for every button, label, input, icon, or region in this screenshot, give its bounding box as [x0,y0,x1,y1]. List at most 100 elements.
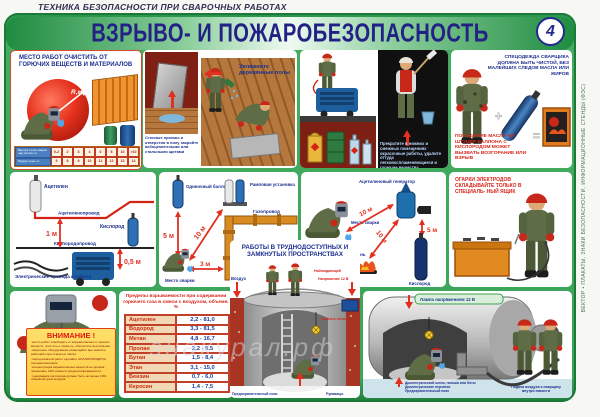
gas-name: Пропан [125,343,176,354]
shelf [300,116,376,122]
clear-area-illustration: R,м [21,88,88,140]
radius-table-cell: 6 [95,147,106,157]
radius-table-cell: 11 [95,156,106,166]
lamp-label: Лампа в сетке [321,317,346,321]
gas-name: Водород [125,324,176,335]
generator-label: Ацетиленовый генератор [359,179,415,184]
gas-table-row: Водород 3,3 - 81,5 [125,324,229,335]
radius-table-cell: 10 [84,156,95,166]
radius-table-row1-label: Высота точки сварки над полом, м [15,147,51,158]
panel-attention: ВНИМАНИЕ ! место работ освободить от взр… [10,291,116,398]
radius-label: R,м [71,89,83,96]
welder-on-machine-illustration [312,53,358,118]
radius-table-cell: 12 [106,156,117,166]
radius-table-row2-label: Радиус зоны, м [15,157,51,166]
green-barrel [104,126,117,145]
attention-item: сварочное оборудование размещайте вне ем… [31,348,113,356]
gas-range: 3,3 - 81,5 [176,324,229,335]
gas-pipe-label: Газопровод [253,209,280,214]
panel-floor-protection: Стенные проемы и отверстия в полу закрой… [143,50,297,168]
generator-diagram: Место сварки Ацетиленовый генератор 10 м… [305,179,437,286]
radius-table: Высота точки сварки над полом, м Радиус … [14,146,140,167]
radius-table-cell: 8 [106,147,117,157]
gas-range: 4,8 - 16,7 [176,334,229,344]
panel-clear-area: МЕСТО РАБОТ ОЧИСТИТЬ ОТ ГОРЮЧИХ ВЕЩЕСТВ … [10,50,142,170]
oil-warning-caption: ПОПАДАНИЕ МАСЛА НА ШТУЦЕР БАЛЛОНА С КИСЛ… [455,134,527,162]
steel-sheet [152,62,188,114]
gas-range: 2,2 - 9,5 [176,343,229,354]
title-band: ВЗРЫВО- И ПОЖАРОБЕЗОПАСНОСТЬ [6,17,574,50]
svg-text:+: + [495,109,502,123]
radius-table-cell: 2 [62,147,73,157]
panel-gas-table: Пределы взрываемости при содержании горю… [119,291,233,398]
panel-cistern: Лампа напряжением 12 В Диэлектрический ш… [363,291,572,398]
gas-name: Бутан [125,353,176,363]
oil-cylinder-illustration: + = [456,69,571,147]
gas-name: Ацетилен [125,315,176,325]
air-label: Воздух [231,276,247,281]
attention-title: ВНИМАНИЕ ! [46,331,96,340]
acetylene-pipe-label: Ацетиленопровод [58,211,100,216]
gas-table-header: Пределы взрываемости при содержании горю… [123,294,229,311]
ppe-item: Диэлектрический шлем, галоши или боты [405,381,476,385]
distance-3m: 3 м [200,261,210,268]
blue-barrel [120,125,135,146]
panel-clean-workwear: СПЕЦОДЕЖДА СВАРЩИКА ДОЛЖНА БЫТЬ ЧИСТОЙ, … [451,50,572,168]
poster-number-badge: 4 [536,17,565,46]
flammables-illustration [307,131,372,165]
radius-table-cell: 13 [117,156,128,166]
belt-label: Предохранительный пояс [232,392,278,396]
stubs-caption: ОГАРКИ ЭЛЕКТРОДОВ СКЛАДЫВАЙТЕ ТОЛЬКО В С… [455,177,522,195]
gas-table-row: Бензин 0,7 - 6,0 [125,372,229,383]
mittens-label: Рукавицы [326,392,343,396]
distance-05m: 0,5 м [124,259,141,266]
attention-box: ВНИМАНИЕ ! место работ освободить от взр… [26,328,116,396]
radius-table-cell: >10 [128,147,139,157]
painter-illustration [396,50,438,125]
attention-item: перед началом работ сделайте АНАЛИЗ ВОЗД… [31,357,113,365]
gas-name: Керосин [125,382,176,392]
air-supply-label: Подача воздуха к сварщику внутри емкости [511,385,561,394]
paint-caption: Прекратите в нижних и смежных помещениях… [380,141,442,168]
gas-table-row: Пропан 2,2 - 9,5 [125,343,229,354]
acetylene-label: Ацетилен [44,184,68,190]
workwear-caption: СПЕЦОДЕЖДА СВАРЩИКА ДОЛЖНА БЫТЬ ЧИСТОЙ, … [487,55,569,77]
gas-table-row: Бутан 1,5 - 8,4 [125,353,229,363]
panel-paint-works: Прекратите в нижних и смежных помещениях… [300,50,448,168]
weld-place-label: Место сварки [351,220,380,225]
oxygen-label: Кислород [409,281,431,286]
gas-range: 1,4 - 7,5 [176,382,229,392]
cistern-lamp-label: Лампа напряжением 12 В [420,297,475,302]
oxygen-label: Кислород [100,224,125,230]
clear-area-caption: МЕСТО РАБОТ ОЧИСТИТЬ ОТ ГОРЮЧИХ ВЕЩЕСТВ … [19,55,133,68]
gas-name: Этан [125,362,176,373]
svg-text:=: = [533,129,540,143]
radius-table-cell: 3 [73,147,84,157]
gas-table: Ацетилен 2,2 - 81,0 Водород 3,3 - 81,5 М… [124,314,230,393]
ramp-label: Рамповая установка [250,182,295,187]
attention-item: место работ освободить от взрывоопасных … [31,340,113,348]
attention-list: место работ освободить от взрывоопасных … [27,340,115,382]
distance-5m: 5 м [163,233,174,240]
gas-name: Бензин [125,372,176,383]
radius-table-cell: 10 [117,147,128,157]
radius-table-cell: 5 [51,156,62,166]
single-cylinder-label: Одиночный баллон [186,184,229,189]
voltage-label: Напряжение 12 В [318,277,349,281]
gas-table-row: Метан 4,8 - 16,7 [125,334,229,344]
gas-range: 0,7 - 6,0 [176,372,229,383]
radius-table-cell: 9 [73,156,84,166]
ppe-item: Предохранительный пояс [405,389,450,394]
oxygen-pipe-label: Кислородопровод [54,241,96,246]
poster-title: ВЗРЫВО- И ПОЖАРОБЕЗОПАСНОСТЬ [91,18,489,47]
confined-illustration: Лампа в сетке Воздух Наблюдающий Напряже… [230,263,360,396]
radius-table-cell: 14 [128,156,139,166]
gas-range: 1,5 - 8,4 [176,353,229,363]
gas-name: Метан [125,334,176,344]
radius-table-cell: 0-2 [51,147,62,157]
publisher-strip: ВЕКТОР • ПЛАКАТЫ, ЗНАКИ БЕЗОПАСНОСТИ, ИН… [581,83,587,313]
